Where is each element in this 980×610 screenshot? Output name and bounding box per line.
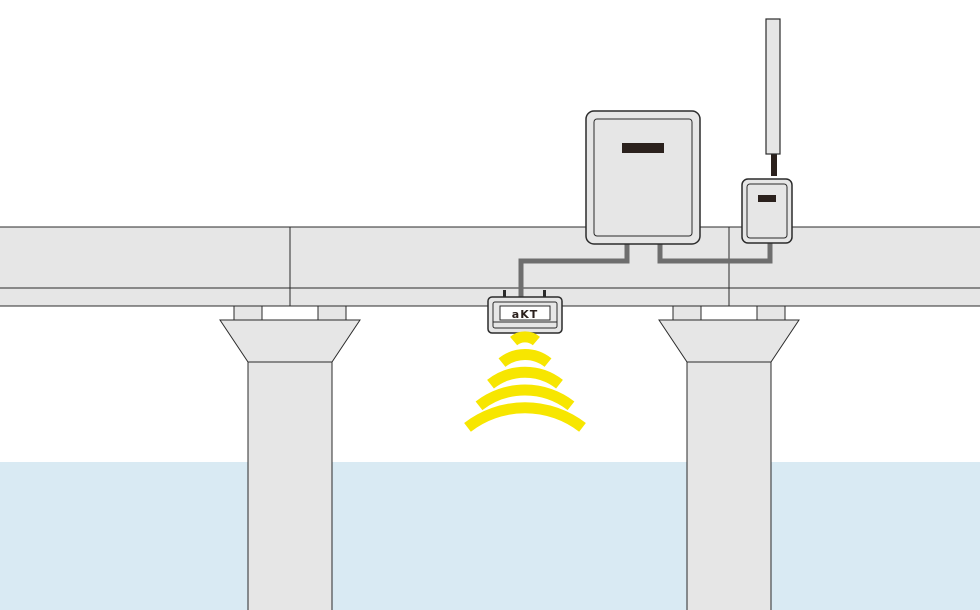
wireless-transmitter-icon xyxy=(741,178,793,244)
pier-right xyxy=(658,305,800,610)
ultrasonic-level-sensor-icon: aKT xyxy=(487,290,563,334)
control-cabinet-icon xyxy=(585,110,701,245)
ultrasonic-beam xyxy=(464,331,586,432)
transmitter-display xyxy=(758,195,776,202)
bridge-deck xyxy=(0,226,980,307)
pier-left xyxy=(219,305,361,610)
cabinet-display xyxy=(622,143,664,153)
signal-cables xyxy=(518,152,777,297)
water xyxy=(0,462,980,610)
antenna-icon xyxy=(765,18,781,155)
sensor-brand-label: aKT xyxy=(512,308,538,321)
